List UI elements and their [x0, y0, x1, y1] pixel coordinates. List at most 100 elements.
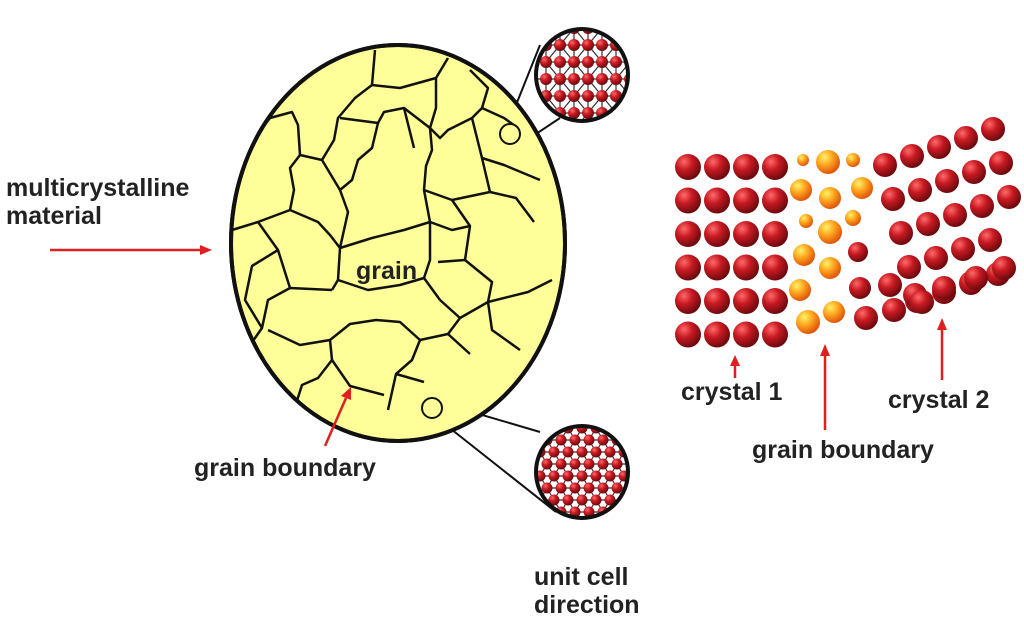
crystal-1-atom	[733, 288, 759, 314]
label-grain-boundary-left: grain boundary	[194, 454, 376, 482]
crystal-2-atom	[854, 306, 878, 330]
crystal-2-atom	[943, 203, 967, 227]
lattice-atom	[625, 506, 628, 518]
crystal-2-atom	[964, 266, 988, 290]
lattice-atom	[610, 73, 622, 85]
lattice-line	[609, 511, 618, 518]
lattice-atom	[555, 458, 567, 470]
grain-boundary-atom	[848, 242, 868, 262]
crystal-1-atom	[704, 187, 730, 214]
crystal-2-atom	[916, 212, 940, 236]
crystal-2-atom	[873, 153, 897, 177]
lattice-line	[631, 512, 638, 524]
lattice-atom	[540, 73, 552, 85]
lattice-atom	[554, 56, 566, 68]
lattice-atom	[597, 434, 609, 446]
crystal-2-atom	[981, 117, 1005, 141]
crystal-1-atom	[675, 221, 701, 247]
lattice-atom	[541, 458, 553, 470]
lattice-atom	[597, 482, 609, 494]
crystal-2-atom	[954, 126, 978, 150]
crystal-2-atom	[992, 256, 1016, 280]
lattice-atom	[577, 519, 588, 530]
crystal-2-atom	[989, 151, 1013, 175]
lattice-atom	[576, 446, 588, 458]
lattice-atom	[624, 124, 636, 136]
crystal-2-atom	[910, 290, 934, 314]
crystal-1-atom	[675, 321, 701, 348]
label-unit-cell-direction: unit cell direction	[534, 563, 640, 619]
crystal-2-atom	[951, 237, 975, 261]
crystal-2-atom	[908, 178, 932, 202]
lattice-atom	[568, 56, 580, 68]
lattice-atom	[582, 73, 594, 85]
grain-boundary-atom	[819, 187, 841, 209]
crystal-2-atom	[924, 246, 948, 270]
lattice-atom	[569, 506, 581, 518]
crystal-1-atom	[675, 254, 701, 281]
crystal-1-atom	[704, 321, 730, 348]
lattice-line	[631, 464, 638, 476]
label-crystal-1: crystal 1	[681, 378, 783, 406]
crystal-1-atom	[704, 288, 730, 314]
grain-boundary-atom	[823, 301, 845, 323]
lattice-atom	[596, 39, 608, 51]
label-grain: grain	[356, 257, 418, 285]
lattice-atom	[548, 470, 560, 482]
lattice-line	[539, 427, 548, 441]
lattice-atom	[583, 434, 595, 446]
lattice-atom	[568, 73, 580, 85]
crystal-1-atom	[762, 187, 788, 214]
lattice-atom	[549, 519, 560, 530]
lattice-atom	[605, 519, 616, 530]
lattice-atom	[562, 446, 574, 458]
crystal-2-atom	[962, 160, 986, 184]
lattice-atom	[604, 494, 616, 506]
lattice-atom	[576, 494, 588, 506]
lattice-atom	[582, 56, 594, 68]
crystal-1-atom	[704, 221, 730, 247]
lattice-atom	[554, 90, 566, 102]
crystal-2-atom	[927, 135, 951, 159]
crystal-1-atom	[733, 154, 759, 180]
grain-boundary-atom	[845, 210, 861, 226]
crystal-2-atom	[970, 194, 994, 218]
lattice-atom	[619, 519, 630, 530]
crystal-1-atom	[733, 187, 759, 214]
lattice-atom	[604, 470, 616, 482]
lattice-atom	[535, 519, 546, 530]
lattice-atom	[618, 426, 628, 434]
lattice-atom	[596, 56, 608, 68]
lattice-line	[616, 427, 625, 441]
lattice-atom	[610, 56, 622, 68]
lattice-atom	[591, 519, 602, 530]
lattice-atom	[610, 29, 622, 34]
lattice-atom	[562, 470, 574, 482]
lattice-atom	[562, 494, 574, 506]
lattice-atom	[569, 482, 581, 494]
lattice-atom	[625, 434, 628, 446]
crystal-1-atom	[762, 154, 788, 180]
grain-boundary-atom	[819, 257, 841, 279]
crystal-1-atom	[704, 154, 730, 180]
zoom-spot-top	[499, 123, 521, 145]
zoom-spot-bottom	[421, 397, 443, 419]
lattice-atom	[568, 107, 580, 119]
arrow-crystal-2	[937, 318, 947, 380]
crystal-2-atom	[900, 144, 924, 168]
lattice-atom	[596, 90, 608, 102]
lattice-atom	[583, 506, 595, 518]
label-grain-boundary-right: grain boundary	[752, 436, 934, 464]
crystal-2-atom	[935, 169, 959, 193]
lattice-atom	[554, 73, 566, 85]
crystal-1-atom	[704, 254, 730, 281]
lattice-atom	[541, 482, 553, 494]
lattice-atom	[548, 446, 560, 458]
multicrystalline-material-circle	[229, 43, 567, 443]
lattice-atom	[555, 434, 567, 446]
lattice-line	[615, 29, 628, 46]
lattice-line	[616, 511, 625, 518]
crystal-1-atom	[762, 254, 788, 281]
grain-boundary-atom	[818, 220, 842, 244]
